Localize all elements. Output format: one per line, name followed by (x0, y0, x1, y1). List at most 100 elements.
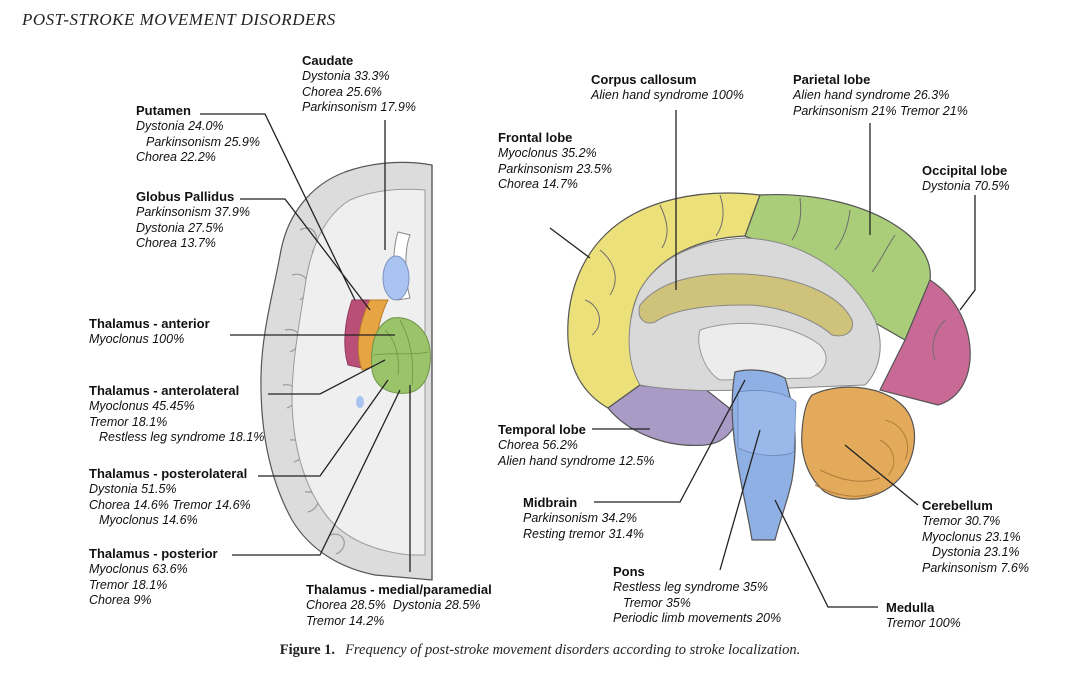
label-globus-title: Globus Pallidus (136, 189, 235, 204)
leader-occipital (959, 195, 976, 311)
label-thal-antlat-title: Thalamus - anterolateral (89, 383, 240, 398)
label-frontal-title: Frontal lobe (498, 130, 573, 145)
caudate-region (382, 255, 410, 301)
label-thal-post-line-1: Myoclonus 63.6% (89, 562, 188, 576)
label-thal-antlat-line-2: Tremor 18.1% (89, 414, 168, 429)
leader-lines (200, 110, 976, 608)
label-thal-med: Thalamus - medial/paramedial Chorea 28.5… (306, 582, 492, 629)
label-globus-line-1: Parkinsonism 37.9% (136, 205, 250, 219)
occipital-lobe-region (879, 279, 971, 406)
small-blue-region (356, 396, 364, 408)
label-midbrain-title: Midbrain (523, 495, 578, 510)
label-parietal-title: Parietal lobe (793, 72, 871, 87)
leader-medulla (774, 499, 878, 608)
label-pons-line-1: Restless leg syndrome 35% (613, 580, 768, 594)
leader-thal-postlat (258, 379, 389, 477)
leader-midbrain (594, 379, 746, 503)
label-thal-postlat: Thalamus - posterolateral Dystonia 51.5%… (89, 466, 251, 529)
thalamus-subdivisions (373, 319, 429, 386)
label-cerebellum-line-4: Parkinsonism 7.6% (922, 560, 1029, 575)
label-thal-postlat-line-3: Myoclonus 14.6% (99, 513, 198, 527)
label-frontal-line-2: Parkinsonism 23.5% (498, 161, 612, 176)
leader-globus (240, 198, 371, 311)
label-thal-med-line-2: Tremor 14.2% (306, 613, 385, 628)
label-thal-post-line-3: Chorea 9% (89, 593, 152, 607)
label-parietal-line-1: Alien hand syndrome 26.3% (793, 88, 950, 102)
label-thal-antlat: Thalamus - anterolateral Myoclonus 45.45… (89, 383, 264, 446)
label-thal-post: Thalamus - posterior Myoclonus 63.6% Tre… (89, 546, 218, 609)
label-caudate-title: Caudate (302, 53, 354, 68)
label-frontal-line-1: Myoclonus 35.2% (498, 146, 597, 160)
label-putamen: Putamen Dystonia 24.0% Parkinsonism 25.9… (136, 103, 260, 166)
label-medulla-title: Medulla (886, 600, 935, 615)
leader-pons (719, 429, 761, 571)
label-thal-ant-line-1: Myoclonus 100% (89, 332, 185, 346)
page-header: POST-STROKE MOVEMENT DISORDERS (22, 10, 336, 29)
label-cerebellum-line-1: Tremor 30.7% (922, 514, 1001, 528)
label-parietal-line-2: Parkinsonism 21% Tremor 21% (793, 103, 968, 118)
leader-putamen (200, 113, 356, 301)
label-midbrain: Midbrain Parkinsonism 34.2% Resting trem… (523, 495, 644, 542)
label-occipital-line-1: Dystonia 70.5% (922, 179, 1010, 193)
caption-text: Frequency of post-stroke movement disord… (345, 642, 801, 658)
label-midbrain-line-1: Parkinsonism 34.2% (523, 511, 637, 525)
label-thal-post-title: Thalamus - posterior (89, 546, 218, 561)
label-corpus-line-1: Alien hand syndrome 100% (591, 88, 744, 102)
cerebellum-region (801, 386, 916, 500)
label-caudate-line-3: Parkinsonism 17.9% (302, 100, 416, 114)
label-corpus: Corpus callosum Alien hand syndrome 100% (591, 72, 744, 104)
label-caudate-line-2: Chorea 25.6% (302, 84, 382, 99)
leader-cerebellum (844, 444, 919, 506)
label-frontal: Frontal lobe Myoclonus 35.2% Parkinsonis… (498, 130, 612, 193)
label-cerebellum-line-2: Myoclonus 23.1% (922, 529, 1021, 544)
label-temporal-title: Temporal lobe (498, 422, 586, 437)
caption-label: Figure 1. (279, 642, 336, 658)
label-caudate-line-1: Dystonia 33.3% (302, 69, 390, 83)
label-thal-antlat-line-3: Restless leg syndrome 18.1% (99, 430, 265, 444)
label-thal-med-line-1: Chorea 28.5% Dystonia 28.5% (306, 598, 481, 612)
label-caudate: Caudate Dystonia 33.3% Chorea 25.6% Park… (302, 53, 416, 116)
label-cerebellum-title: Cerebellum (922, 498, 993, 513)
label-thal-postlat-line-1: Dystonia 51.5% (89, 482, 177, 496)
leader-thal-post (232, 389, 401, 556)
axial-brain-slice (260, 161, 433, 581)
label-thal-post-line-2: Tremor 18.1% (89, 577, 168, 592)
label-thal-ant-title: Thalamus - anterior (89, 316, 210, 331)
label-putamen-title: Putamen (136, 103, 191, 118)
label-putamen-line-1: Dystonia 24.0% (136, 119, 224, 133)
label-medulla: Medulla Tremor 100% (886, 600, 961, 632)
pons-bulge (737, 390, 797, 456)
label-pons-title: Pons (613, 564, 645, 579)
label-thal-postlat-line-2: Chorea 14.6% Tremor 14.6% (89, 497, 251, 512)
cerebellum-folia (814, 419, 909, 497)
label-putamen-line-2: Parkinsonism 25.9% (146, 134, 260, 149)
label-thal-med-title: Thalamus - medial/paramedial (306, 582, 492, 597)
label-globus-line-2: Dystonia 27.5% (136, 220, 224, 235)
label-cerebellum: Cerebellum Tremor 30.7% Myoclonus 23.1% … (922, 498, 1029, 576)
label-occipital-title: Occipital lobe (922, 163, 1008, 178)
diencephalon (698, 322, 827, 381)
leader-thal-antlat (268, 359, 386, 395)
corpus-callosum-region (638, 273, 854, 337)
label-pons-line-3: Periodic limb movements 20% (613, 611, 782, 625)
label-thal-postlat-title: Thalamus - posterolateral (89, 466, 248, 481)
label-globus: Globus Pallidus Parkinsonism 37.9% Dysto… (136, 189, 250, 252)
label-pons-line-2: Tremor 35% (623, 595, 691, 610)
label-frontal-line-3: Chorea 14.7% (498, 177, 578, 191)
label-thal-ant: Thalamus - anterior Myoclonus 100% (89, 316, 210, 348)
label-temporal-line-1: Chorea 56.2% (498, 438, 578, 452)
label-globus-line-3: Chorea 13.7% (136, 236, 216, 250)
label-putamen-line-3: Chorea 22.2% (136, 150, 216, 164)
label-temporal: Temporal lobe Chorea 56.2% Alien hand sy… (498, 422, 654, 469)
label-corpus-title: Corpus callosum (591, 72, 697, 87)
label-temporal-line-2: Alien hand syndrome 12.5% (498, 453, 655, 468)
label-medulla-line-1: Tremor 100% (886, 616, 961, 630)
leader-frontal (549, 227, 591, 259)
sagittal-brain (567, 192, 971, 541)
thalamus-region (371, 317, 431, 394)
label-midbrain-line-2: Resting tremor 31.4% (523, 526, 644, 541)
figure-caption: Figure 1. Frequency of post-stroke moveme… (0, 642, 1080, 659)
label-thal-antlat-line-1: Myoclonus 45.45% (89, 399, 195, 413)
